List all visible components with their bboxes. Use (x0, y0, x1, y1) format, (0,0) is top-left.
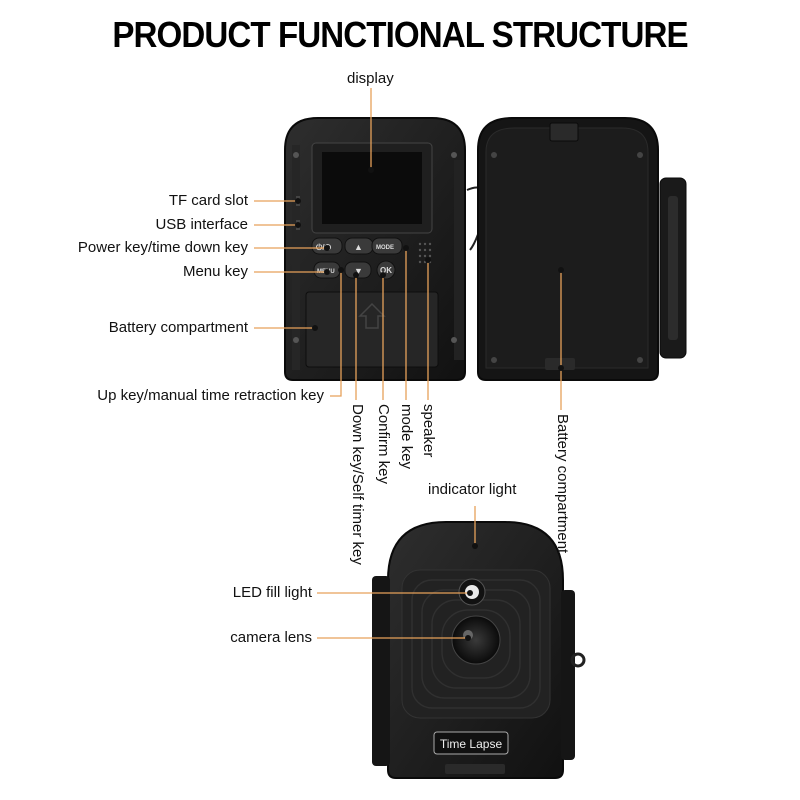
label-tf-card-slot: TF card slot (168, 192, 248, 209)
label-led-fill-light: LED fill light (232, 584, 312, 601)
label-display: display (347, 70, 394, 87)
label-camera-lens: camera lens (230, 629, 312, 646)
leader-lines (254, 88, 562, 639)
time-lapse-badge-label: Time Lapse (440, 737, 503, 751)
camera-front-view: Time Lapse (372, 521, 586, 779)
cover-latch (545, 358, 575, 370)
up-arrow-icon: ▲ (354, 242, 363, 252)
down-arrow-icon: ▼ (354, 266, 363, 276)
strap-slot (668, 196, 678, 340)
label-power-key: Power key/time down key (77, 239, 248, 256)
time-lapse-badge (433, 731, 509, 755)
display-screen (322, 152, 422, 224)
label-battery-compartment-right: Battery compartment (554, 414, 571, 554)
hinge-strip (454, 160, 464, 360)
screw-icon (451, 337, 457, 343)
screw-icon (293, 152, 299, 158)
label-menu-key: Menu key (182, 263, 248, 280)
camera-front-cover (477, 117, 687, 381)
screw-icon (637, 357, 643, 363)
cover-inner-panel (485, 127, 649, 369)
speaker-grille-icon (418, 242, 432, 264)
mode-button (371, 237, 403, 255)
label-indicator-light: indicator light (428, 481, 517, 498)
battery-compartment-door (305, 291, 439, 368)
screw-icon (451, 152, 457, 158)
cover-clip (549, 122, 579, 142)
ok-button-label: OK (380, 266, 392, 275)
label-speaker: speaker (420, 404, 437, 458)
right-strap-bracket (561, 590, 575, 760)
lock-loop-icon (570, 652, 586, 668)
camera-back-panel: ⏻/◷ ▲ ▼ MODE MENU OK (284, 117, 466, 381)
screw-icon (491, 357, 497, 363)
mode-button-label: MODE (376, 245, 394, 251)
label-battery-compartment-left: Battery compartment (108, 319, 248, 336)
screw-icon (491, 152, 497, 158)
label-up-key: Up key/manual time retraction key (97, 387, 324, 404)
page-title: PRODUCT FUNCTIONAL STRUCTURE (112, 14, 688, 55)
lens-rings (411, 579, 541, 709)
bottom-latch (445, 764, 505, 774)
camera-lens-icon (451, 615, 501, 665)
down-button (344, 261, 372, 279)
label-confirm-key: Confirm key (375, 404, 392, 485)
screw-icon (293, 337, 299, 343)
label-usb-interface: USB interface (155, 216, 248, 233)
leader-dots (295, 167, 564, 641)
left-edge-strip (292, 145, 300, 370)
label-mode-key: mode key (398, 404, 415, 470)
label-down-key: Down key/Self timer key (349, 404, 366, 565)
left-strap-bracket (372, 576, 390, 766)
screw-icon (637, 152, 643, 158)
